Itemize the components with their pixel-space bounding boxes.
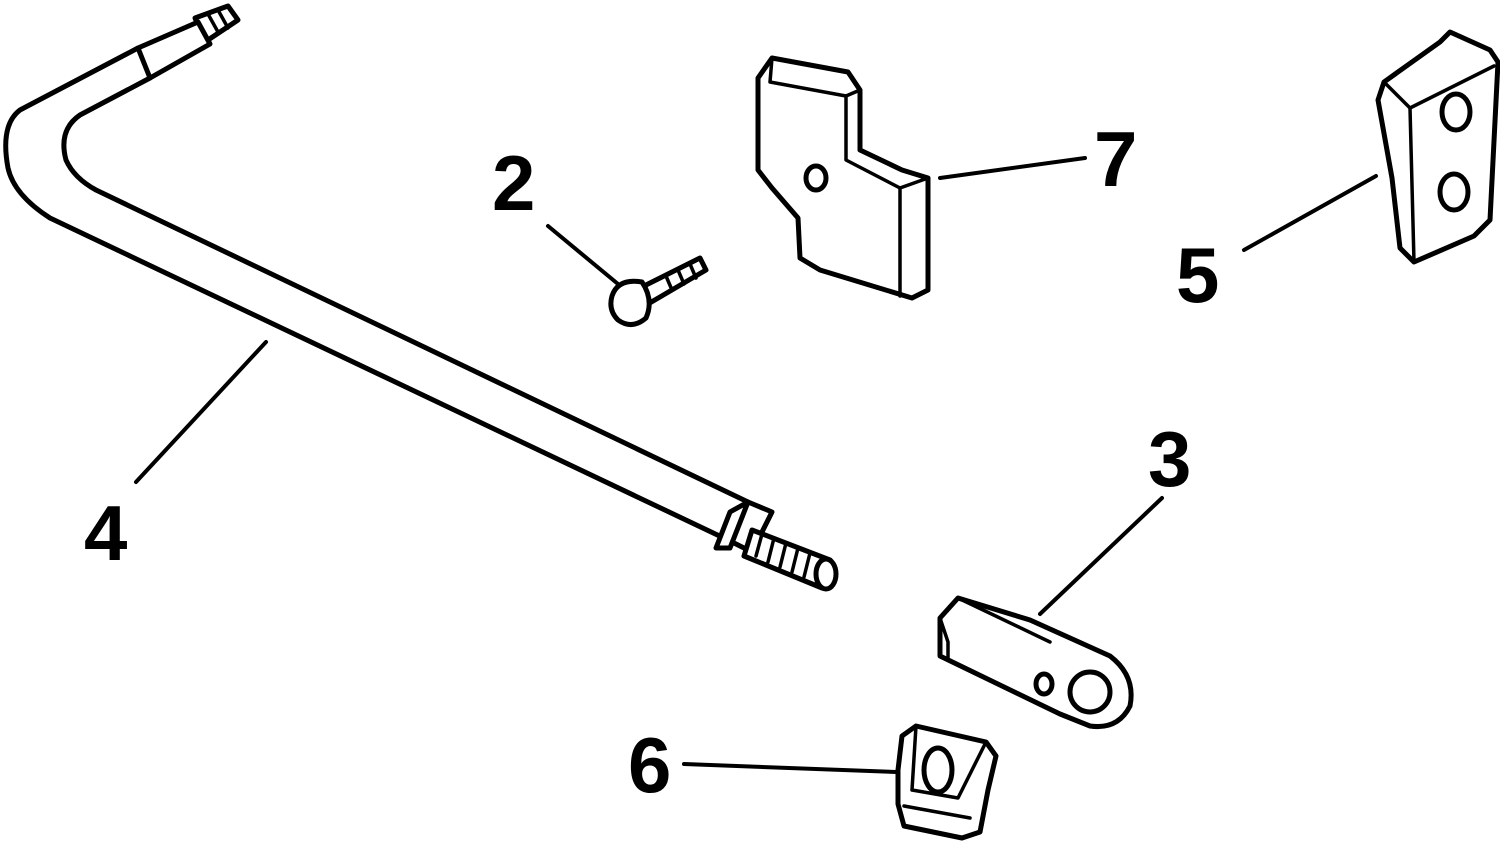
callout-6: 6: [628, 721, 671, 809]
part-7-bracket: [755, 55, 931, 301]
leader-7: [938, 156, 1087, 180]
leader-4: [134, 340, 268, 484]
callout-3: 3: [1148, 415, 1191, 503]
callout-7: 7: [1094, 115, 1137, 203]
leader-lines: [134, 156, 1378, 774]
callout-5: 5: [1176, 231, 1219, 319]
callout-2: 2: [492, 139, 535, 227]
part-2-screw: [608, 255, 709, 327]
leader-2: [546, 224, 620, 286]
callout-labels: 2 3 4 5 6 7: [84, 115, 1219, 809]
callout-4: 4: [84, 489, 127, 577]
part-5-clip: [1375, 29, 1500, 265]
leader-3: [1038, 496, 1164, 616]
leader-6: [682, 762, 898, 774]
part-3-link: [937, 595, 1134, 730]
part-4-rod: [3, 3, 839, 592]
leader-5: [1242, 174, 1378, 252]
part-6-spring-clip: [895, 723, 999, 841]
